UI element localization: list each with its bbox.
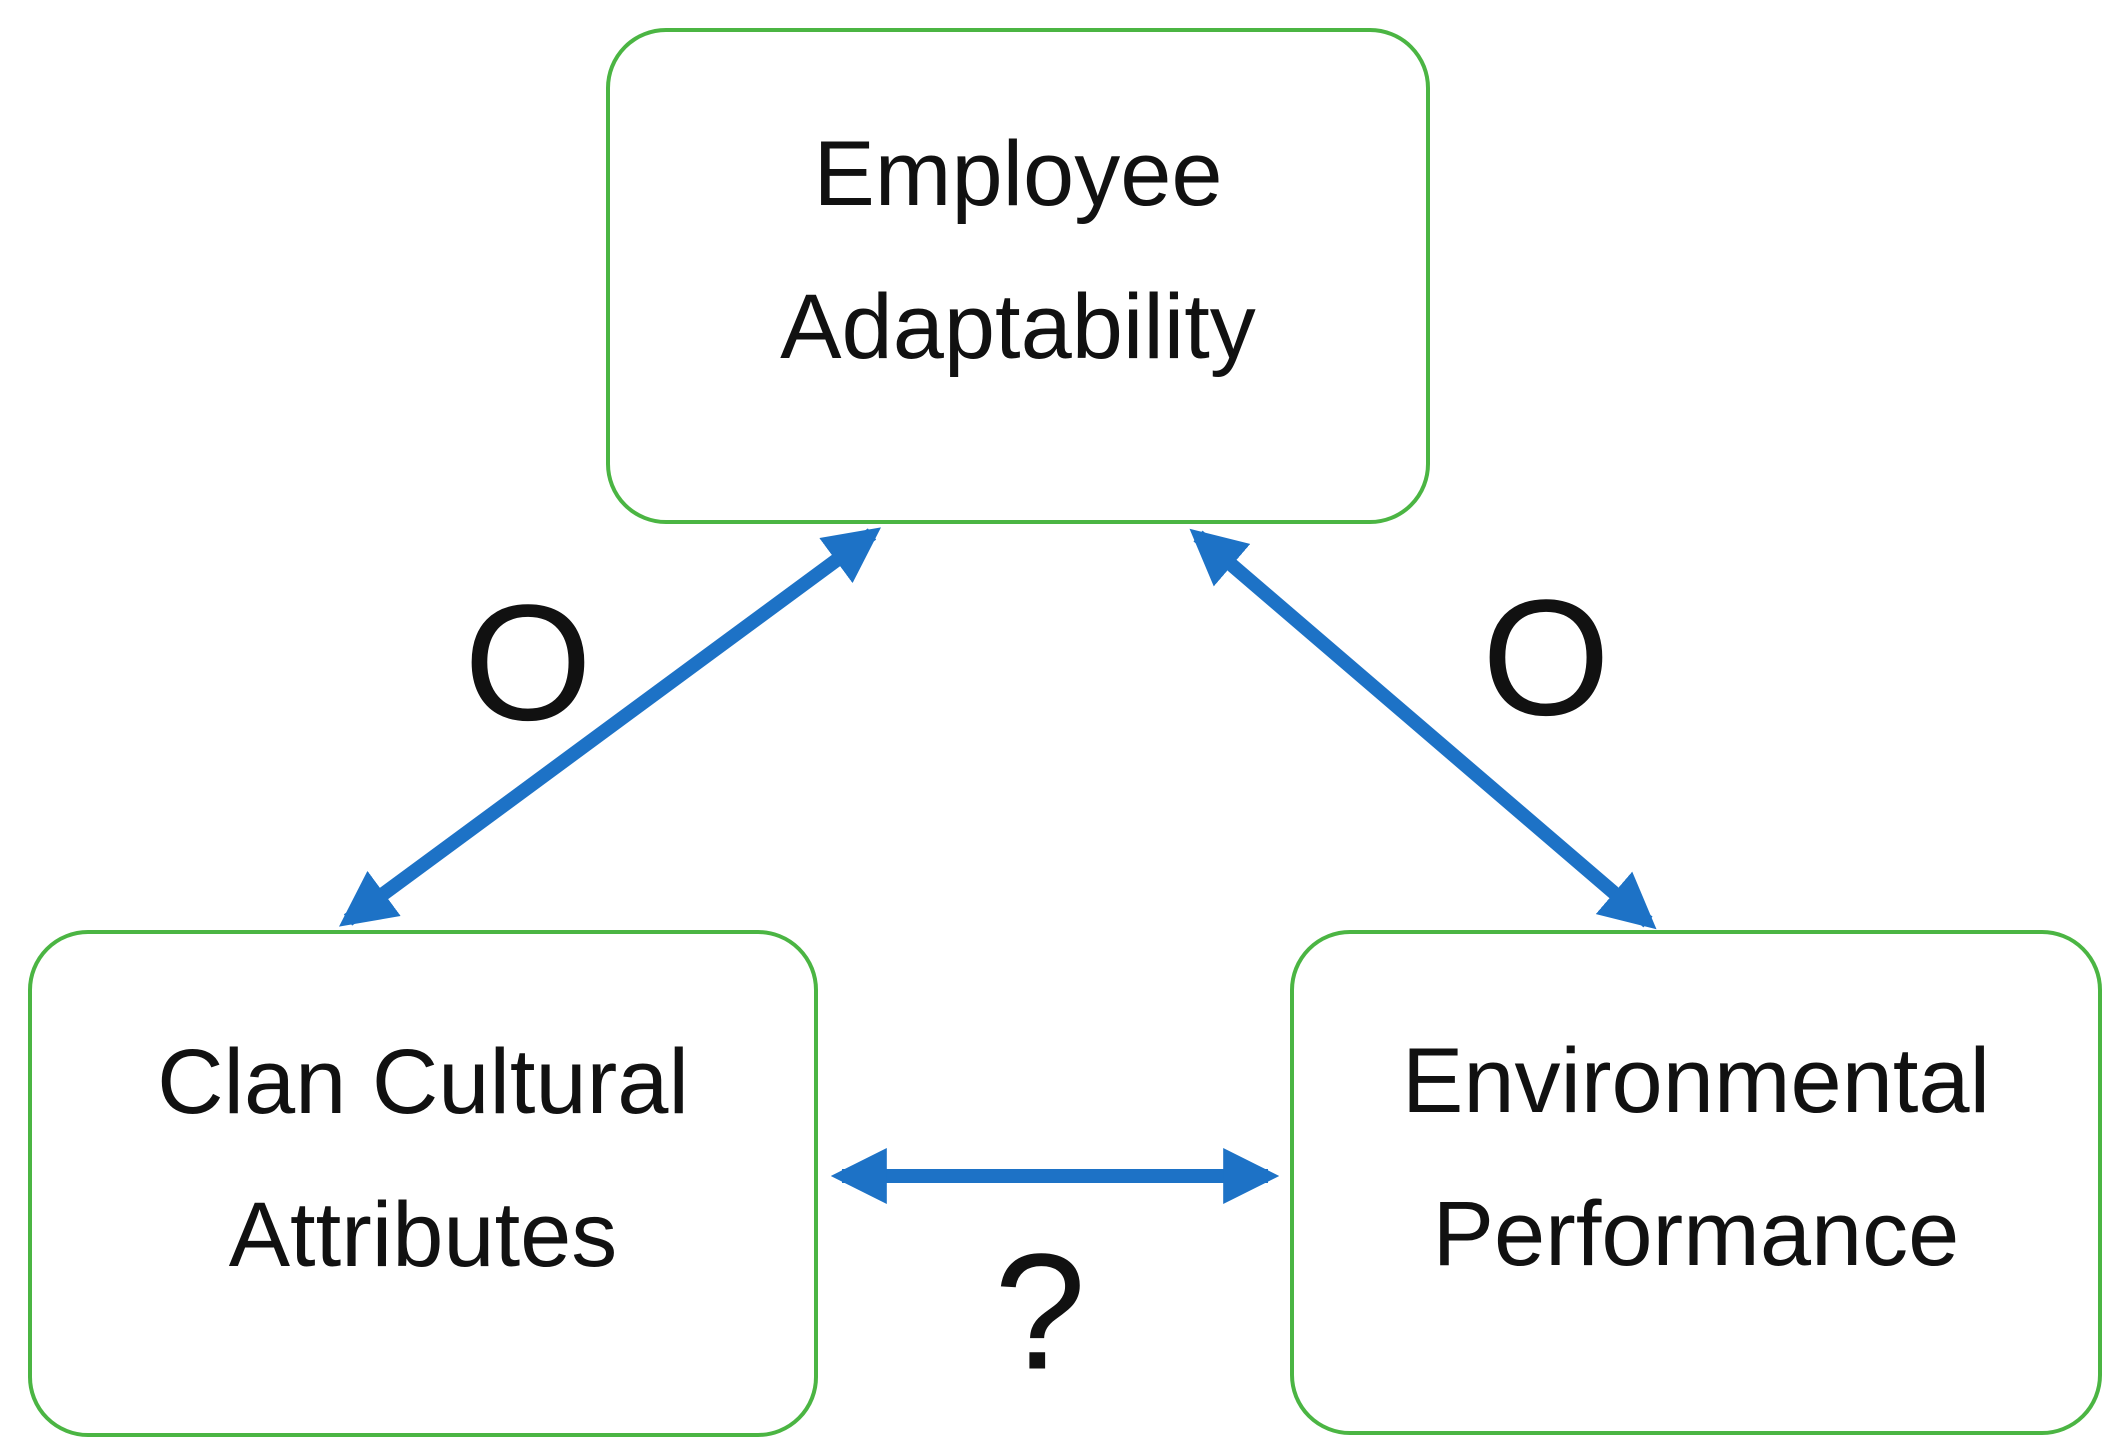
node-employee-adaptability: Employee Adaptability [606, 28, 1430, 524]
node-environmental-performance: Environmental Performance [1290, 930, 2102, 1435]
node-label-line: Performance [1432, 1182, 1960, 1285]
node-label-line: Environmental [1401, 1029, 1991, 1132]
node-label-line: Adaptability [780, 276, 1256, 378]
edge-label-adaptability-performance: O [1481, 565, 1611, 750]
edge-clan-to-adaptability [338, 527, 882, 927]
edge-label-clan-adaptability: O [463, 570, 593, 755]
node-clan-cultural-attributes: Clan Cultural Attributes [28, 930, 818, 1437]
node-label-line: Clan Cultural [157, 1030, 689, 1133]
node-label-line: Attributes [228, 1183, 618, 1286]
edge-label-clan-performance: ? [994, 1219, 1086, 1404]
node-label-line: Employee [813, 123, 1223, 226]
